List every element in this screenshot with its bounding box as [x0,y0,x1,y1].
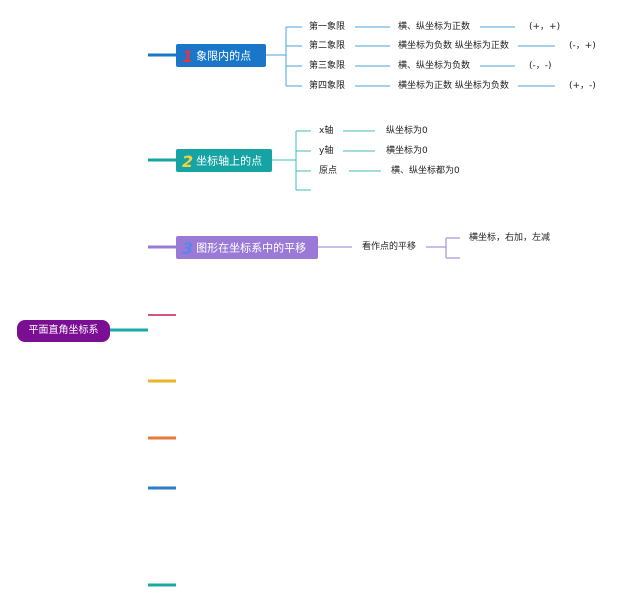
branch2-label: 坐标轴上的点 [196,154,263,168]
quadrant-2-sign[interactable]: (-，+) [569,41,596,51]
point-translation-label[interactable]: 看作点的平移 [362,242,417,252]
branch2-number: 2 [182,151,194,171]
branch3-children-lines [318,237,460,259]
quadrant-4-sign[interactable]: (+，-) [569,81,596,91]
quadrant-3-sign[interactable]: (-，-) [529,61,552,71]
branch1-label: 象限内的点 [196,49,252,63]
branch1-number: 1 [182,46,194,66]
x-axis-desc[interactable]: 纵坐标为0 [386,126,428,136]
quadrant-3-desc[interactable]: 横、纵坐标为负数 [398,61,471,71]
branch1-children-lines [266,26,555,87]
root-node[interactable]: 平面直角坐标系 [17,320,110,342]
y-axis-label[interactable]: y轴 [319,146,334,156]
quadrant-1-sign[interactable]: (+，+) [529,22,561,32]
branch3-number: 3 [182,238,194,258]
origin-desc[interactable]: 横、纵坐标都为0 [391,166,460,176]
quadrant-2-label[interactable]: 第二象限 [309,41,346,51]
quadrant-1-desc[interactable]: 横、纵坐标为正数 [398,22,471,32]
x-axis-label[interactable]: x轴 [319,126,334,136]
point-translation-desc[interactable]: 横坐标，右加，左减 [469,233,551,243]
branch3-label: 图形在坐标系中的平移 [196,241,307,255]
quadrant-4-label[interactable]: 第四象限 [309,81,346,91]
root-label: 平面直角坐标系 [28,325,99,336]
branch2-children-lines [272,130,381,191]
quadrant-3-label[interactable]: 第三象限 [309,61,346,71]
quadrant-2-desc[interactable]: 横坐标为负数 纵坐标为正数 [398,41,509,51]
origin-label[interactable]: 原点 [319,166,338,176]
quadrant-4-desc[interactable]: 横坐标为正数 纵坐标为负数 [398,81,509,91]
quadrant-1-label[interactable]: 第一象限 [309,22,346,32]
y-axis-desc[interactable]: 横坐标为0 [386,146,428,156]
